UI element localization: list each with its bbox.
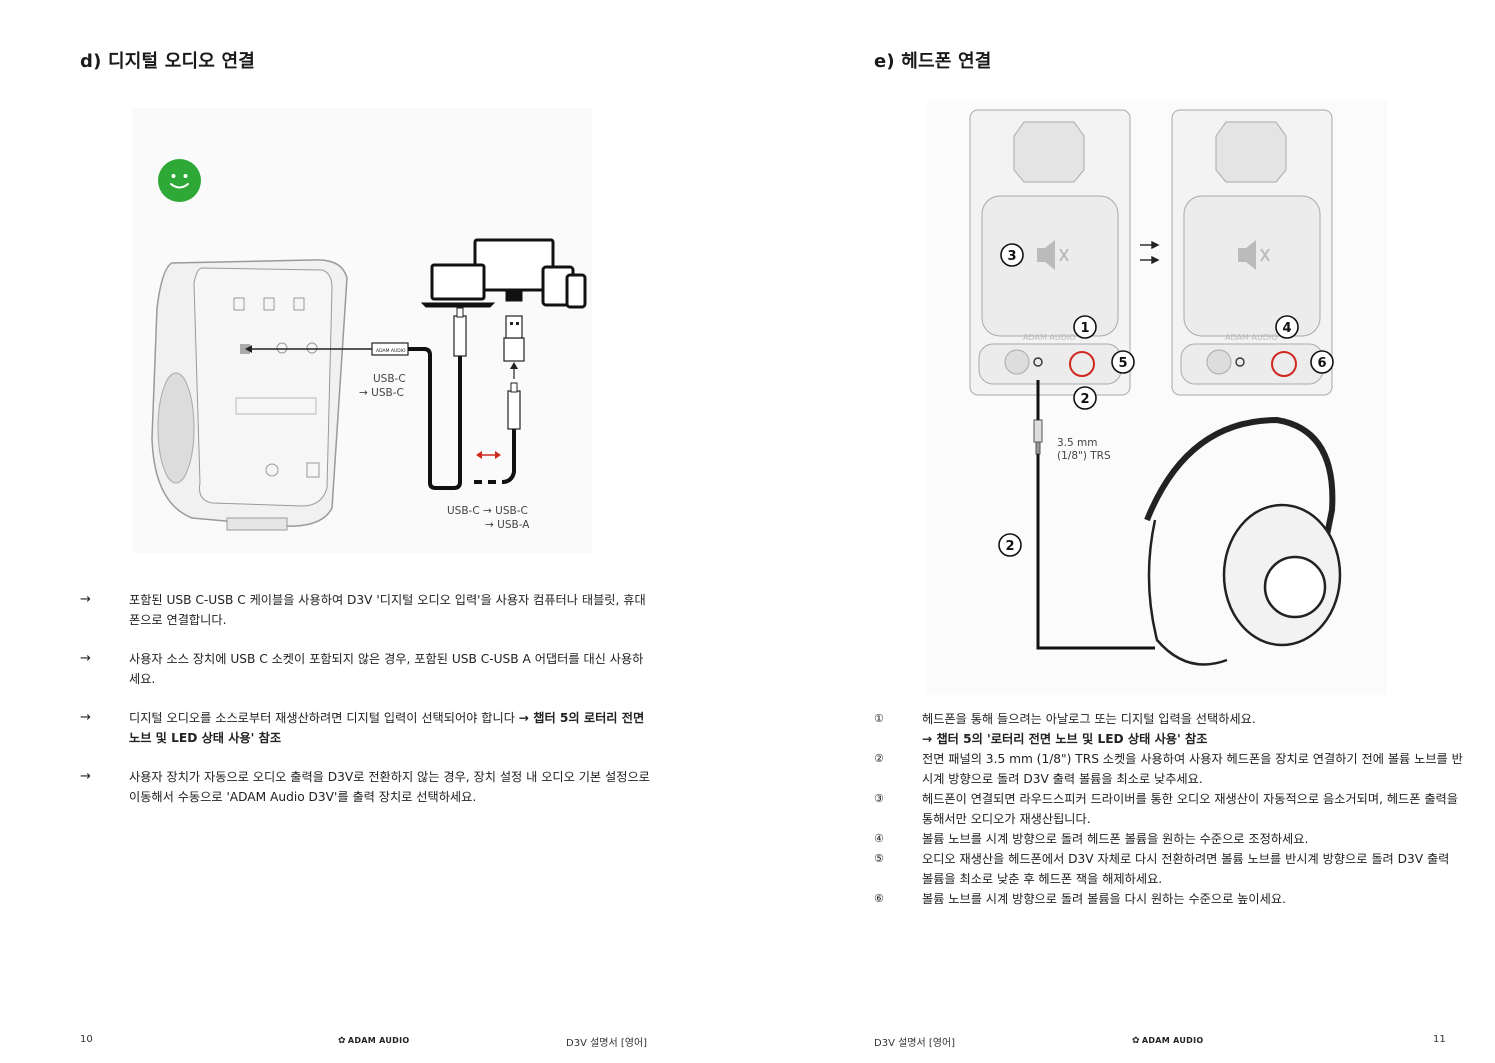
doc-title-right: D3V 설명서 [영어] <box>874 1038 956 1049</box>
usb-c-label-1: USB-C <box>373 373 406 385</box>
section-title-digital-audio: d) 디지털 오디오 연결 <box>80 51 255 72</box>
usb-bottom-label-1: USB-C → USB-C <box>447 505 528 517</box>
list-item: ⑥ 볼륨 노브를 시계 방향으로 돌려 볼륨을 다시 원하는 수준으로 높이세요… <box>874 889 1464 909</box>
callout-6: 6 <box>1317 356 1326 371</box>
list-item: ③ 헤드폰이 연결되면 라우드스피커 드라이버를 통한 오디오 재생산이 자동적… <box>874 789 1464 829</box>
list-item: ⑤ 오디오 재생산을 헤드폰에서 D3V 자체로 다시 전환하려면 볼륨 노브를… <box>874 849 1464 889</box>
adam-audio-logo: ✿ADAM AUDIO <box>1132 1036 1204 1046</box>
trs-label-2: (1/8") TRS <box>1057 450 1111 462</box>
list-item: → 포함된 USB C-USB C 케이블을 사용하여 D3V '디지털 오디오… <box>80 592 646 627</box>
number-marker: ① <box>874 712 884 725</box>
list-item: → 사용자 장치가 자동으로 오디오 출력을 D3V로 전환하지 않는 경우, … <box>80 769 650 804</box>
list-item: ② 전면 패널의 3.5 mm (1/8") TRS 소켓을 사용하여 사용자 … <box>874 749 1464 789</box>
callout-1: 1 <box>1080 321 1089 336</box>
brand-label-right: ADAM AUDIO <box>1225 333 1278 342</box>
left-page: d) 디지털 오디오 연결 <box>0 0 747 1063</box>
arrow-icon: → <box>80 592 91 607</box>
list-item: → 사용자 소스 장치에 USB C 소켓이 포함되지 않은 경우, 포함된 U… <box>80 651 644 686</box>
arrow-icon: → <box>80 651 91 666</box>
callout-2: 2 <box>1080 392 1089 407</box>
instruction-list: → 포함된 USB C-USB C 케이블을 사용하여 D3V '디지털 오디오… <box>80 590 650 826</box>
callout-2b: 2 <box>1005 539 1014 554</box>
trs-label-1: 3.5 mm <box>1057 437 1098 449</box>
svg-text:ADAM AUDIO: ADAM AUDIO <box>376 348 406 354</box>
headphones-icon <box>1144 416 1342 666</box>
section-title-headphone: e) 헤드폰 연결 <box>874 51 992 72</box>
page-number-right: 11 <box>1433 1034 1446 1045</box>
page-number-left: 10 <box>80 1034 93 1045</box>
adam-audio-logo: ✿ADAM AUDIO <box>338 1036 410 1046</box>
digital-audio-connection-figure: ADAM AUDIO <box>132 108 592 553</box>
speakers-and-headphones-illustration: ADAM AUDIO ADAM AUDIO <box>969 109 1342 666</box>
speaker-back-icon <box>151 259 348 531</box>
smiley-face-icon <box>158 159 201 202</box>
number-marker: ② <box>874 752 884 765</box>
brand-label-left: ADAM AUDIO <box>1023 333 1076 342</box>
list-item: → 디지털 오디오를 소스로부터 재생산하려면 디지털 입력이 선택되어야 합니… <box>80 710 645 745</box>
devices-icon <box>420 238 587 309</box>
number-marker: ⑤ <box>874 852 884 865</box>
arrow-icon: → <box>80 769 91 784</box>
callout-5: 5 <box>1118 356 1127 371</box>
headphone-connection-figure: ADAM AUDIO ADAM AUDIO <box>927 100 1387 695</box>
number-marker: ③ <box>874 792 884 805</box>
numbered-instruction-list: ① 헤드폰을 통해 들으려는 아날로그 또는 디지털 입력을 선택하세요. → … <box>874 709 1464 909</box>
usb-bottom-label-2: → USB-A <box>485 519 530 531</box>
usb-c-label-2: → USB-C <box>359 387 404 399</box>
chapter-reference: → 챕터 5의 '로터리 전면 노브 및 LED 상태 사용' 참조 <box>922 732 1208 746</box>
callout-4: 4 <box>1282 321 1291 336</box>
doc-title-left: D3V 설명서 [영어] <box>566 1038 648 1049</box>
list-item: ① 헤드폰을 통해 들으려는 아날로그 또는 디지털 입력을 선택하세요. → … <box>874 709 1464 749</box>
number-marker: ④ <box>874 832 884 845</box>
number-marker: ⑥ <box>874 892 884 905</box>
right-page: e) 헤드폰 연결 ADAM AUDIO <box>747 0 1495 1063</box>
list-item: ④ 볼륨 노브를 시계 방향으로 돌려 헤드폰 볼륨을 원하는 수준으로 조정하… <box>874 829 1464 849</box>
callout-3: 3 <box>1007 249 1016 264</box>
arrow-icon: → <box>80 710 91 725</box>
chapter-reference: → 챕터 5의 로터리 전면 노브 및 LED 상태 사용' 참조 <box>129 711 645 745</box>
speaker-and-devices-illustration: ADAM AUDIO <box>151 238 587 531</box>
